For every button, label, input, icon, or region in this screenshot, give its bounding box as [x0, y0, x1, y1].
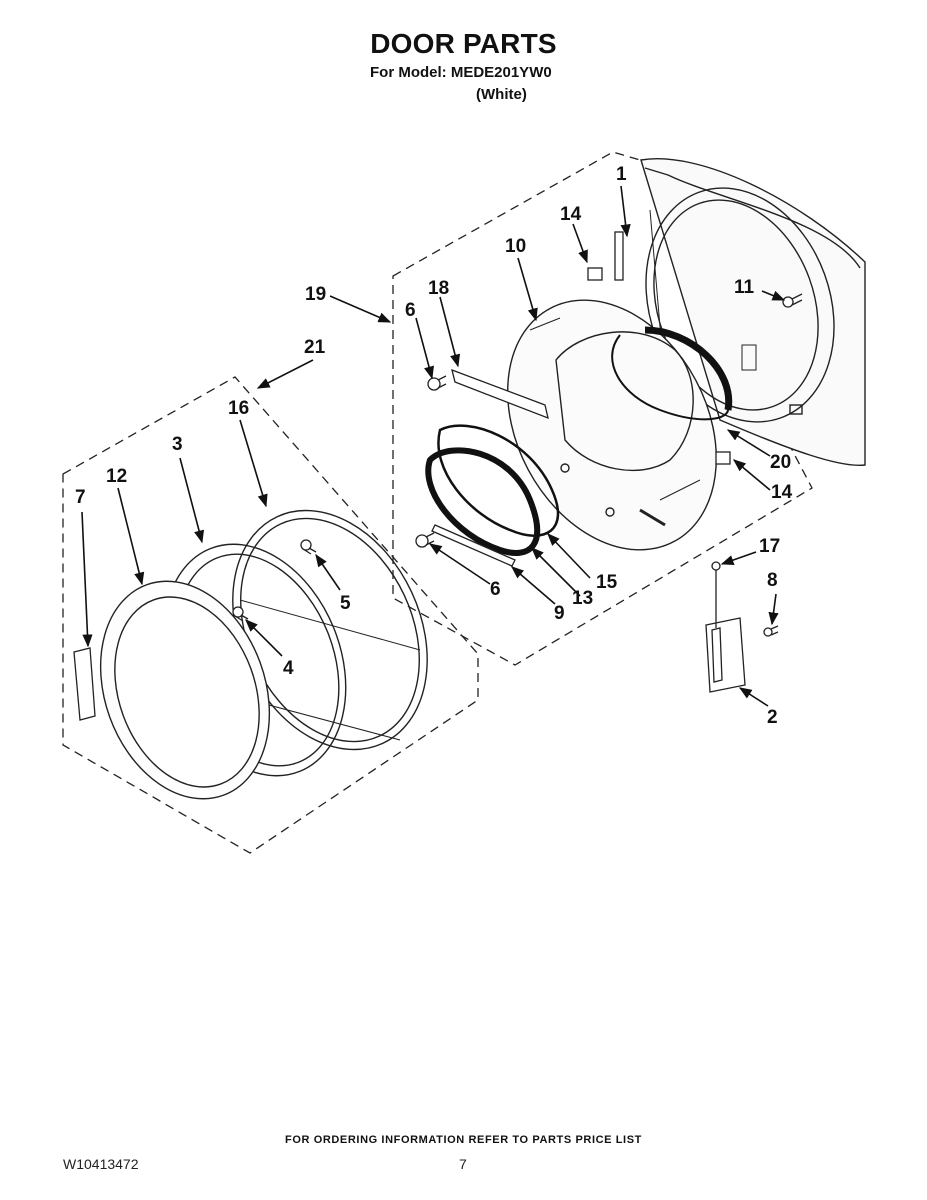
callout-17: 17 — [759, 536, 780, 557]
color-line: (White) — [476, 86, 527, 103]
callout-13: 13 — [572, 588, 593, 609]
ordering-note: FOR ORDERING INFORMATION REFER TO PARTS … — [285, 1134, 642, 1146]
callout-10: 10 — [505, 236, 526, 257]
screw-icon — [427, 375, 447, 391]
callout-11: 11 — [734, 277, 755, 298]
model-line: For Model: MEDE201YW0 — [370, 64, 552, 81]
outer-door-handle — [73, 647, 96, 721]
callout-20: 20 — [770, 452, 791, 473]
hinge-strap — [451, 368, 549, 420]
inner-door-glass — [425, 447, 541, 556]
callout-8: 8 — [767, 570, 778, 591]
callout-7: 7 — [75, 487, 86, 508]
door-gasket-inner — [611, 334, 730, 421]
document-number: W10413472 — [63, 1156, 139, 1172]
callout-15: 15 — [596, 572, 618, 593]
callout-2: 2 — [767, 707, 778, 728]
callout-12: 12 — [106, 466, 127, 487]
callout-14-upper: 14 — [560, 204, 582, 225]
screw-icon — [232, 606, 249, 622]
screw-icon — [782, 293, 803, 308]
callout-3: 3 — [172, 434, 183, 455]
inner-glass-gasket — [437, 424, 560, 537]
callout-14-lower: 14 — [771, 482, 793, 503]
door-hinge — [705, 561, 779, 693]
callout-16: 16 — [228, 398, 249, 419]
page-number: 7 — [459, 1156, 467, 1172]
bottom-cover — [431, 524, 516, 567]
inner-door-group-boundary — [392, 151, 813, 666]
door-strike-upper — [587, 267, 603, 281]
inner-door-liner — [507, 299, 717, 551]
door-seal-gasket — [644, 326, 733, 411]
callout-6-lower: 6 — [490, 579, 501, 600]
screw-icon — [415, 532, 435, 548]
page-title: DOOR PARTS — [370, 28, 557, 59]
callout-1: 1 — [616, 164, 627, 185]
cabinet-front-panel — [640, 158, 866, 467]
callout-21: 21 — [304, 337, 326, 358]
callout-6-upper: 6 — [405, 300, 416, 321]
outer-door-bezel — [99, 580, 271, 800]
callout-19: 19 — [305, 284, 326, 305]
door-handle — [614, 231, 624, 281]
screw-icon — [300, 539, 317, 555]
leader-lines — [81, 185, 786, 707]
callout-18: 18 — [428, 278, 449, 299]
outer-door-group-boundary — [62, 376, 479, 854]
callout-5: 5 — [340, 593, 351, 614]
callout-9: 9 — [554, 603, 565, 624]
door-strike-lower — [715, 451, 731, 465]
callout-4: 4 — [283, 658, 294, 679]
